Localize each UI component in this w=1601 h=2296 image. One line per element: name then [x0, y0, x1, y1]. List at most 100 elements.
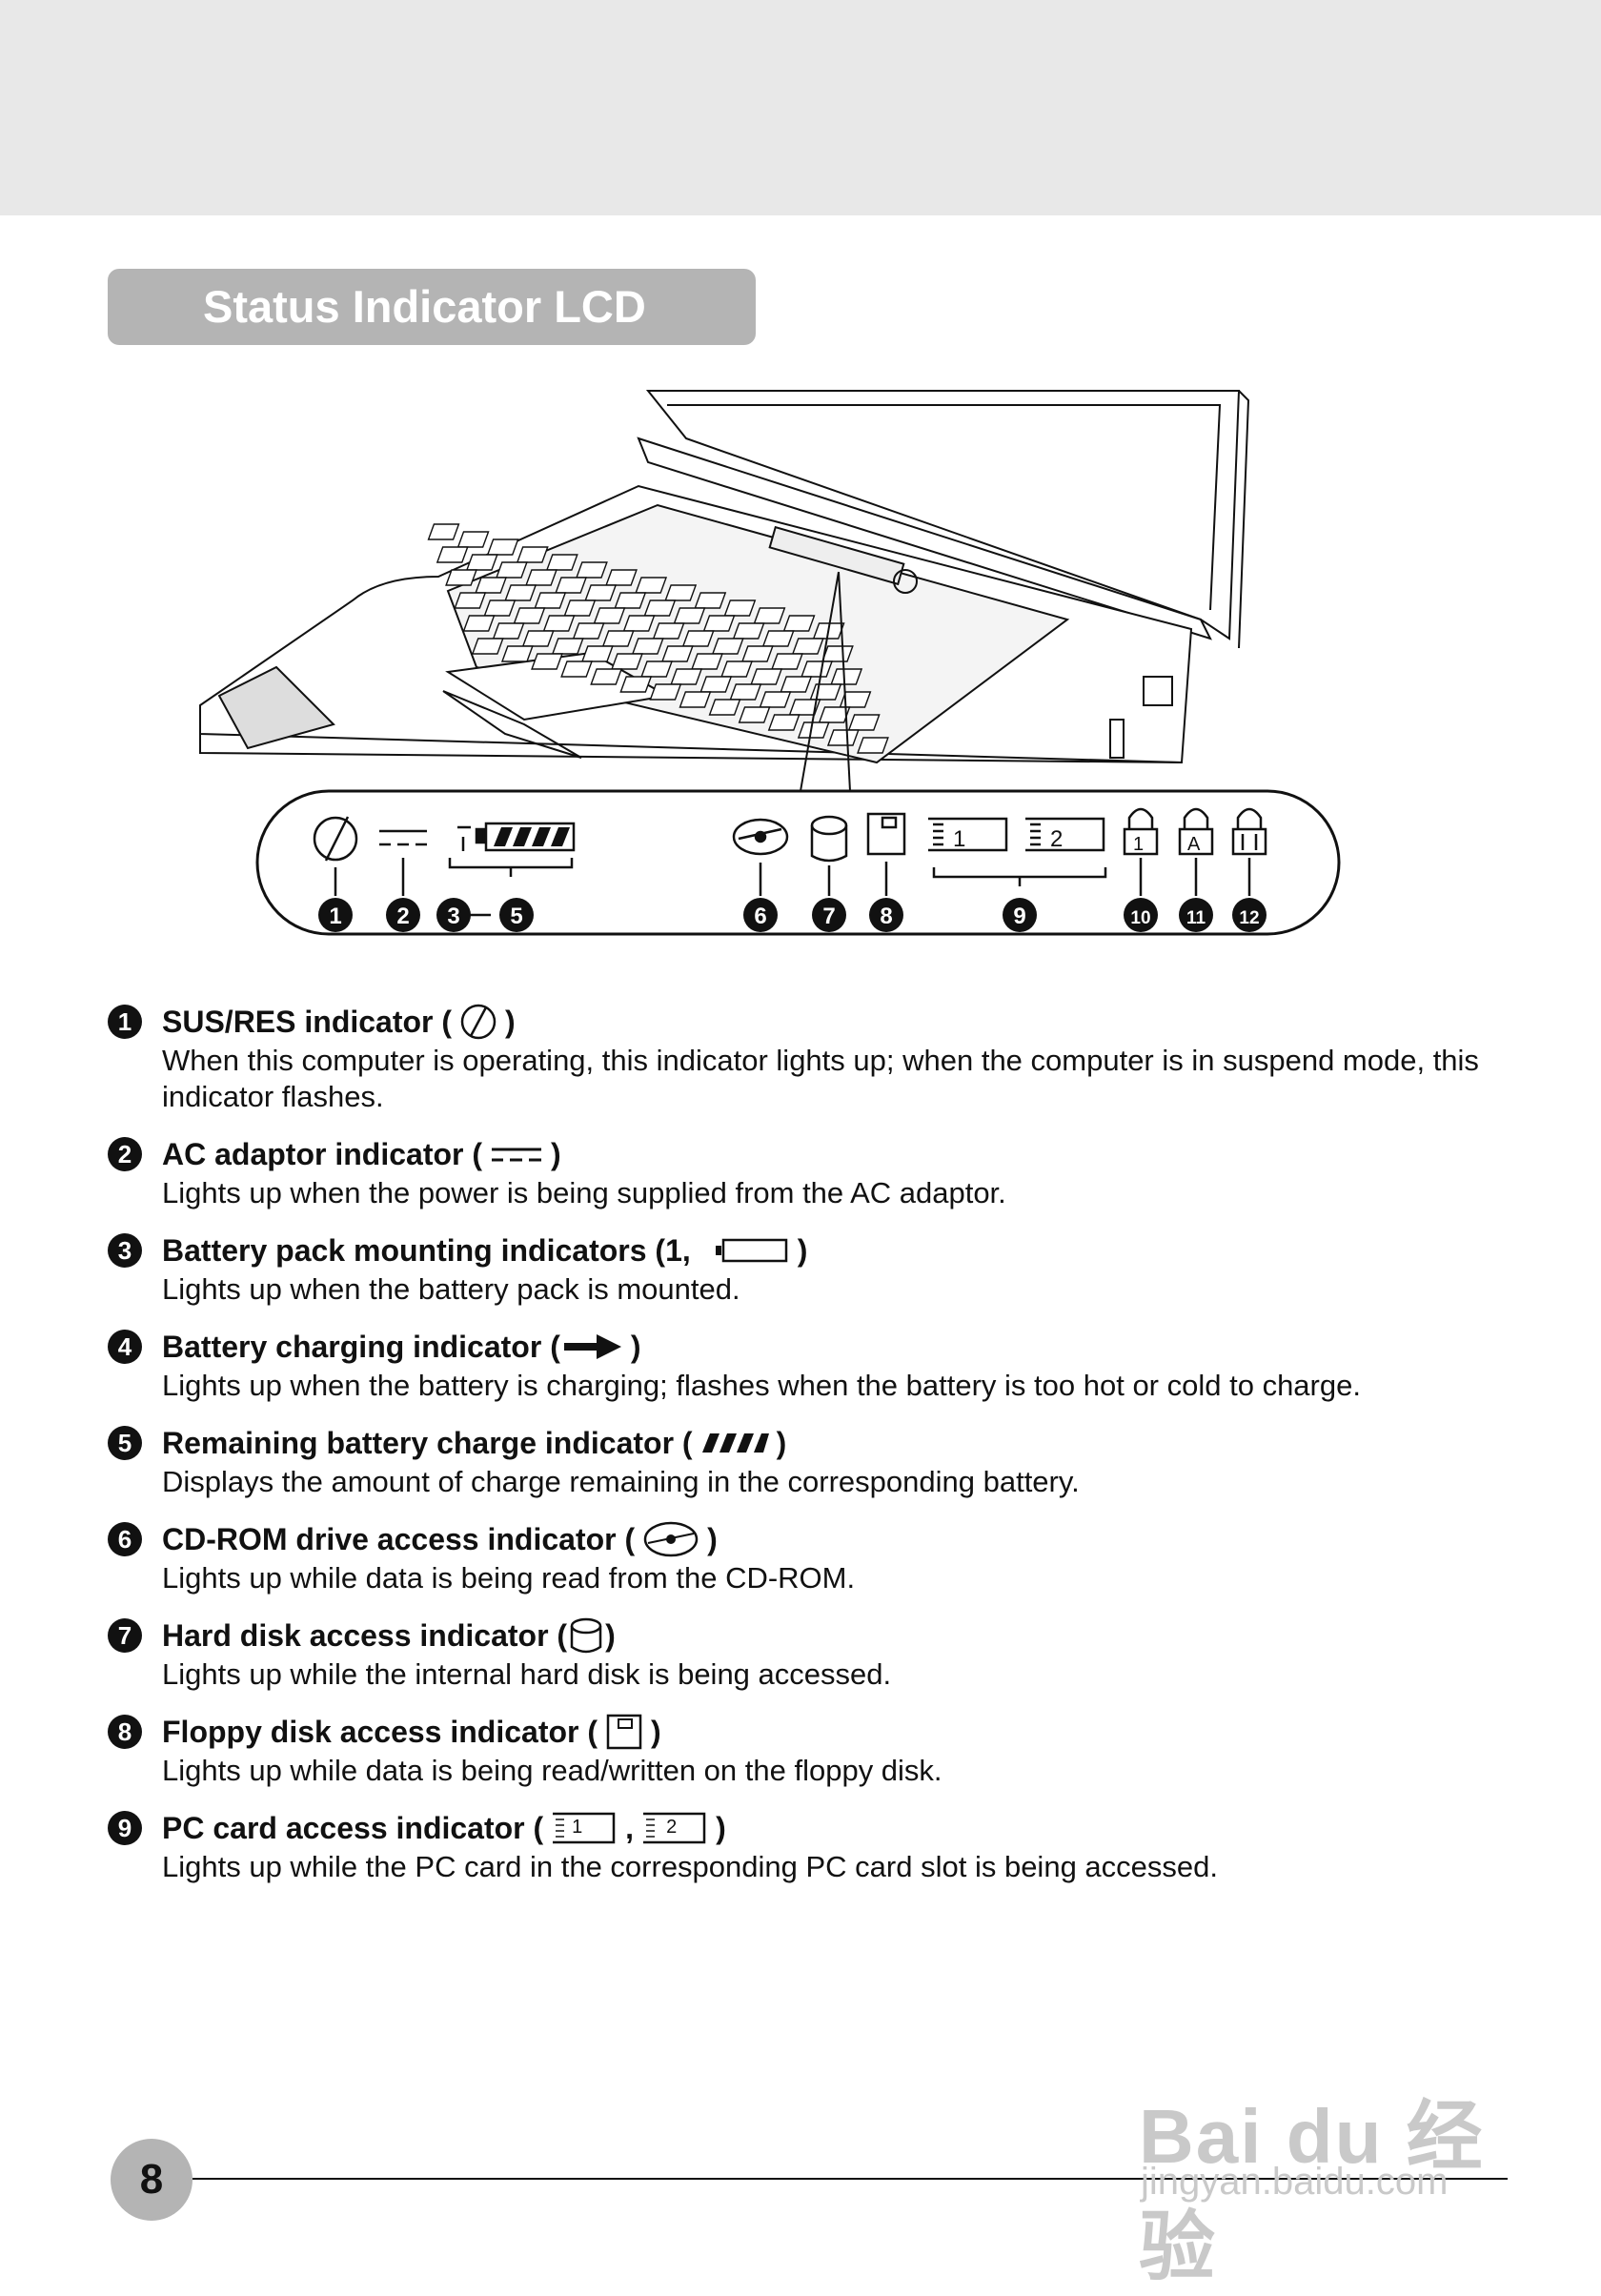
- keyboard-key: [679, 691, 712, 708]
- item-number: 5: [108, 1426, 142, 1460]
- list-item: 3 Battery pack mounting indicators (1, )…: [108, 1229, 1490, 1308]
- keyboard-key: [593, 607, 626, 624]
- keyboard-key: [492, 622, 525, 640]
- keyboard-key: [575, 561, 608, 579]
- lcd-indicator-12-label: 12: [1239, 908, 1259, 928]
- keyboard-key: [427, 523, 460, 540]
- keyboard-key: [631, 638, 664, 655]
- keyboard-key: [782, 615, 816, 632]
- keyboard-key: [531, 653, 563, 670]
- item-number: 8: [108, 1715, 142, 1749]
- header-band: [0, 0, 1601, 215]
- keyboard-key: [534, 592, 567, 609]
- item-number: 9: [108, 1811, 142, 1845]
- keyboard-key: [542, 615, 576, 632]
- item-title: AC adaptor indicator (: [162, 1136, 483, 1171]
- keyboard-key: [545, 554, 578, 571]
- keyboard-key: [691, 653, 723, 670]
- keyboard-key: [809, 683, 842, 701]
- charge-bars-icon: [701, 1433, 769, 1453]
- battery-empty-icon: [715, 1238, 788, 1263]
- lcd-indicator-11-label: 11: [1186, 908, 1206, 928]
- keyboard-key: [857, 737, 889, 754]
- keyboard-key: [456, 531, 490, 548]
- item-title: SUS/RES indicator (: [162, 1004, 453, 1039]
- cdrom-icon: [643, 1521, 699, 1557]
- keyboard-key: [445, 569, 477, 586]
- keyboard-key: [525, 569, 557, 586]
- pccard-slot-2-icon: 2: [641, 1812, 708, 1844]
- lcd-indicator-5-badge: [499, 898, 534, 932]
- lcd-indicator-9-label: 9: [1013, 904, 1025, 929]
- keyboard-key: [605, 569, 638, 586]
- keyboard-key: [635, 577, 668, 594]
- keyboard-key: [555, 577, 588, 594]
- keyboard-key: [590, 668, 623, 685]
- keyboard-key: [847, 714, 881, 731]
- list-item: 5 Remaining battery charge indicator ( )…: [108, 1422, 1490, 1500]
- item-description: Lights up while the internal hard disk i…: [162, 1657, 892, 1691]
- keyboard-key: [740, 645, 774, 662]
- keyboard-key: [771, 653, 803, 670]
- caps-lock-label: A: [1187, 834, 1201, 855]
- keyboard-key: [670, 668, 703, 685]
- keyboard-key: [640, 660, 674, 678]
- keyboard-key: [619, 676, 653, 693]
- item-description: Displays the amount of charge remaining …: [162, 1465, 1080, 1498]
- keyboard-key: [584, 584, 618, 601]
- keyboard-key: [702, 615, 736, 632]
- keyboard-key: [788, 699, 821, 716]
- keyboard-key: [699, 676, 733, 693]
- watermark-url: jingyan.baidu.com: [1141, 2161, 1449, 2203]
- num-lock-label: 1: [1133, 834, 1144, 855]
- keyboard-key: [622, 615, 656, 632]
- lcd-indicator-3-label: 3: [447, 904, 459, 929]
- keyboard-key: [649, 683, 682, 701]
- lcd-indicator-5-label: 5: [510, 904, 522, 929]
- lcd-indicator-2-label: 2: [396, 904, 409, 929]
- lcd-indicator-10-label: 10: [1130, 908, 1150, 928]
- keyboard-key: [729, 683, 762, 701]
- lcd-indicator-2-badge: [386, 898, 420, 932]
- keyboard-key: [694, 592, 727, 609]
- indicator-list: 1 SUS/RES indicator ( ) When this comput…: [108, 1001, 1490, 1903]
- keyboard-key: [681, 630, 715, 647]
- item-description: Lights up while data is being read/writt…: [162, 1754, 942, 1787]
- floppy-icon: [606, 1714, 642, 1750]
- keyboard-key: [664, 584, 698, 601]
- keyboard-key: [643, 599, 677, 617]
- keyboard-key: [830, 668, 863, 685]
- keyboard-key: [495, 561, 528, 579]
- keyboard-key: [797, 721, 830, 739]
- list-item: 9 PC card access indicator ( 1 , 2 ) Lig…: [108, 1807, 1490, 1885]
- page-number: 8: [111, 2139, 193, 2221]
- lcd-indicator-8-badge: [869, 898, 903, 932]
- arrow-icon: [563, 1334, 621, 1359]
- list-item: 6 CD-ROM drive access indicator ( ) Ligh…: [108, 1518, 1490, 1596]
- harddisk-icon: [570, 1617, 602, 1654]
- keyboard-key: [800, 660, 834, 678]
- section-title: Status Indicator LCD: [108, 269, 756, 345]
- list-item: 7 Hard disk access indicator ( ) Lights …: [108, 1615, 1490, 1693]
- item-number: 6: [108, 1522, 142, 1556]
- keyboard-key: [563, 599, 597, 617]
- item-number: 7: [108, 1618, 142, 1653]
- item-number: 2: [108, 1137, 142, 1171]
- keyboard-key: [560, 660, 594, 678]
- keyboard-key: [720, 660, 754, 678]
- pc-slot-2-label: 2: [1050, 826, 1063, 852]
- item-title: PC card access indicator (: [162, 1810, 544, 1845]
- keyboard-key: [471, 638, 504, 655]
- keyboard-key: [708, 699, 741, 716]
- keyboard-key: [614, 592, 647, 609]
- keyboard-key: [580, 645, 614, 662]
- keyboard-key: [454, 592, 487, 609]
- item-description: Lights up when the power is being suppli…: [162, 1176, 1006, 1209]
- keyboard-key: [750, 668, 783, 685]
- keyboard-key: [821, 645, 854, 662]
- lcd-indicator-11-badge: [1179, 898, 1213, 932]
- keyboard-key: [753, 607, 786, 624]
- keyboard-key: [723, 599, 757, 617]
- keyboard-key: [462, 615, 496, 632]
- item-title: Battery charging indicator (: [162, 1329, 560, 1364]
